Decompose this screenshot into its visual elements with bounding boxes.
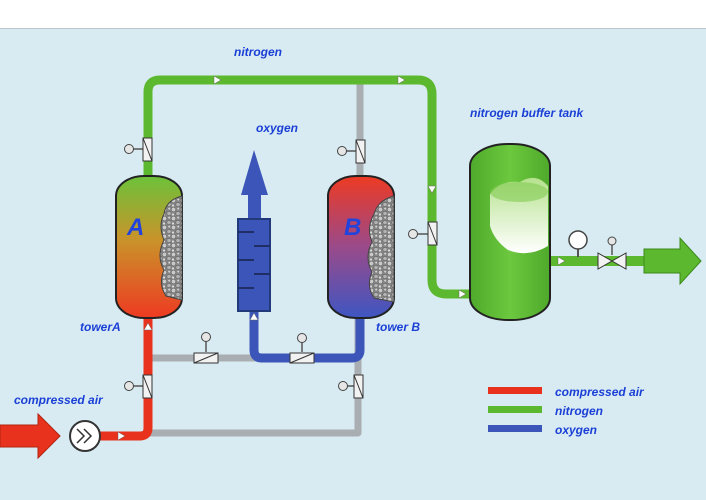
outlet-valve[interactable] — [597, 236, 627, 270]
pressure-gauge — [568, 230, 588, 257]
valve-tower-a-top[interactable] — [124, 137, 153, 162]
tower-b-letter: B — [344, 214, 361, 241]
valve-tower-a-bottom[interactable] — [124, 374, 153, 399]
legend-swatch-nitrogen — [488, 406, 542, 413]
label-tower-a: towerA — [80, 320, 121, 334]
legend: compressed air nitrogen oxygen — [488, 385, 645, 437]
nitrogen-buffer-tank — [469, 143, 551, 321]
valve-tower-b-top[interactable] — [337, 139, 366, 164]
label-nitrogen: nitrogen — [234, 45, 282, 59]
compressor-icon — [69, 420, 101, 452]
valve-exhaust-gray[interactable] — [193, 332, 219, 364]
compressed-air-pipes — [0, 316, 153, 460]
tower-b — [327, 175, 395, 319]
label-compressed-air: compressed air — [14, 393, 104, 407]
legend-swatch-oxygen — [488, 425, 542, 432]
legend-label-nitrogen: nitrogen — [555, 404, 603, 418]
valve-oxygen-line[interactable] — [289, 333, 315, 364]
flow-arrows — [117, 75, 566, 441]
legend-swatch-compressed-air — [488, 387, 542, 394]
valve-nitrogen-line[interactable] — [408, 221, 438, 246]
label-buffer-tank: nitrogen buffer tank — [470, 106, 584, 120]
legend-label-oxygen: oxygen — [555, 423, 597, 437]
tower-a-letter: A — [126, 214, 144, 241]
top-band — [0, 0, 706, 29]
nitrogen-pipes — [143, 75, 702, 299]
legend-label-compressed-air: compressed air — [555, 385, 645, 399]
tower-a — [115, 175, 183, 319]
label-tower-b: tower B — [376, 320, 420, 334]
label-oxygen: oxygen — [256, 121, 298, 135]
valve-tower-b-bottom[interactable] — [338, 374, 364, 399]
